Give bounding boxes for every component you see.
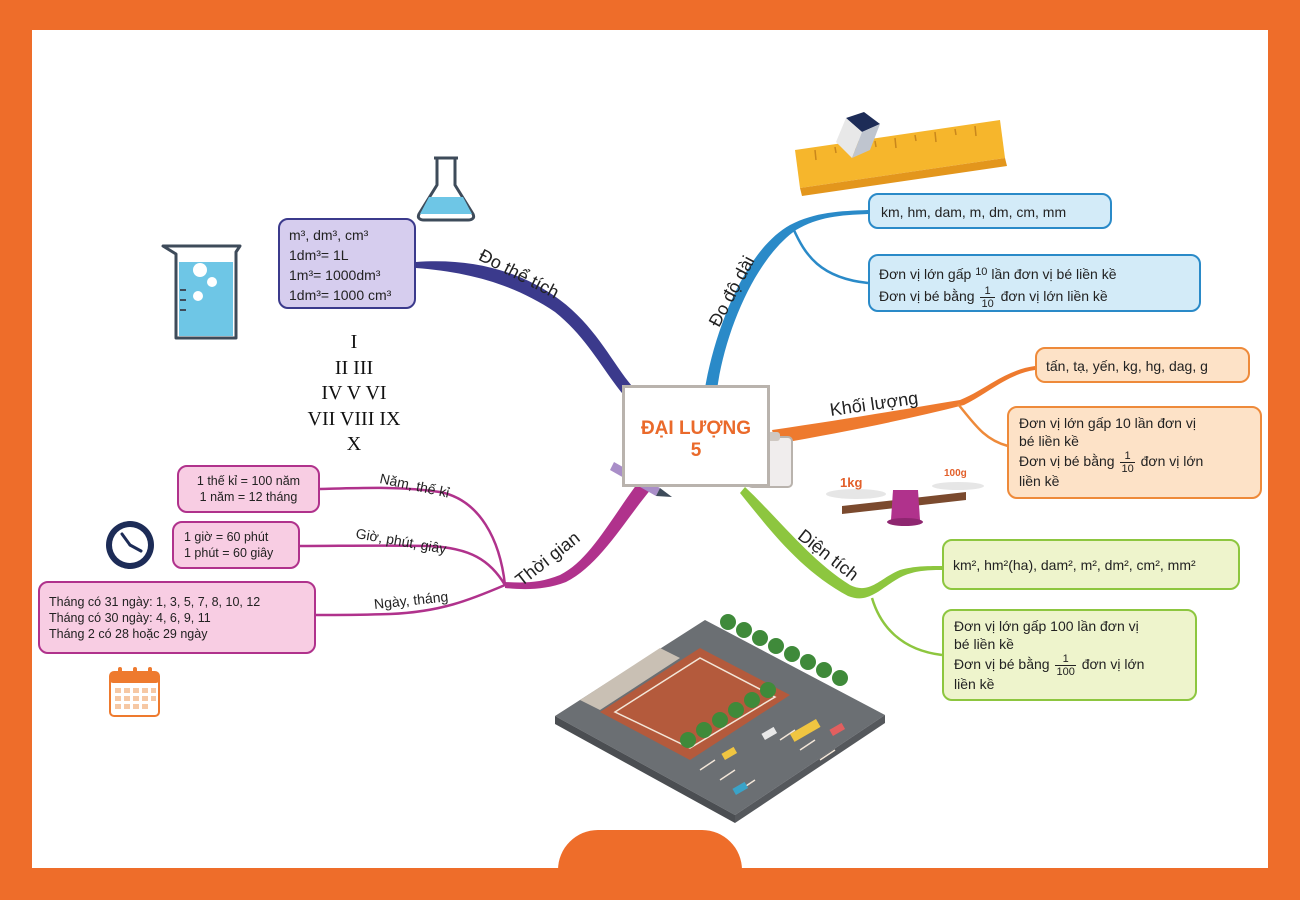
volume-branch-line <box>416 261 640 400</box>
roman-line: II III <box>334 356 374 379</box>
flask-icon <box>416 156 476 222</box>
time-days-line: Tháng có 31 ngày: 1, 3, 5, 7, 8, 10, 12 <box>49 595 261 609</box>
time-years-line <box>319 486 507 586</box>
length-units-box: km, hm, dam, m, dm, cm, mm <box>868 193 1112 229</box>
area-rule2-c: liền kề <box>954 676 995 692</box>
time-days-line: Tháng có 30 ngày: 4, 6, 9, 11 <box>49 611 211 625</box>
time-years-box: 1 thế kỉ = 100 năm 1 năm = 12 tháng <box>177 465 320 513</box>
scale-right-label: 100g <box>944 468 967 479</box>
volume-box: m³, dm³, cm³ 1dm³= 1L 1m³= 1000dm³ 1dm³=… <box>278 218 416 309</box>
length-rule1-number: 10 <box>975 266 988 278</box>
mass-rule2-before: Đơn vị bé bằng <box>1019 453 1115 470</box>
fraction-denominator: 10 <box>1121 463 1134 475</box>
fraction-numerator: 1 <box>980 285 995 298</box>
mass-rule-box: Đơn vị lớn gấp 10 lần đơn vị bé liền kề … <box>1007 406 1262 499</box>
fraction-denominator: 10 <box>981 297 994 310</box>
time-days-box: Tháng có 31 ngày: 1, 3, 5, 7, 8, 10, 12 … <box>38 581 316 654</box>
mass-sub-line <box>957 403 1009 448</box>
center-title: ĐẠI LƯỢNG 5 <box>625 418 767 462</box>
roman-line: VII VIII IX <box>307 407 401 430</box>
mass-units: tấn, tạ, yến, kg, hg, dag, g <box>1046 358 1208 374</box>
mass-branch-line <box>772 366 1035 444</box>
area-rule1-a: Đơn vị lớn gấp 100 lần đơn vị <box>954 618 1139 634</box>
area-rule1-b: bé liền kề <box>954 636 1014 652</box>
clock-icon <box>106 521 154 569</box>
length-units: km, hm, dam, m, dm, cm, mm <box>881 204 1067 220</box>
length-rule-1: Đơn vị lớn gấp 10 lần đơn vị bé liền kề <box>879 260 1190 284</box>
volume-line: 1dm³= 1000 cm³ <box>289 287 392 303</box>
fraction-numerator: 1 <box>1120 450 1135 463</box>
volume-line: m³, dm³, cm³ <box>289 227 369 243</box>
time-years-line: 1 thế kỉ = 100 năm <box>196 474 301 488</box>
time-branch-line <box>505 480 652 590</box>
time-years-line: 1 năm = 12 tháng <box>199 490 298 504</box>
roman-line: IV V VI <box>321 382 387 404</box>
mass-rule2-after: đơn vị lớn <box>1140 453 1204 470</box>
mass-rule1-a: Đơn vị lớn gấp 10 lần đơn vị <box>1019 415 1196 431</box>
volume-line: 1m³= 1000dm³ <box>289 267 381 283</box>
fraction-denominator: 100 <box>1056 666 1075 678</box>
length-rule2-before: Đơn vị bé bằng <box>879 288 975 304</box>
time-days-line: Tháng 2 có 28 hoặc 29 ngày <box>49 627 208 641</box>
length-branch-line <box>705 210 868 390</box>
mass-rule2-c: liền kề <box>1019 473 1060 489</box>
area-rule2-after: đơn vị lớn <box>1081 656 1145 673</box>
time-hours-line <box>299 544 507 586</box>
calendar-icon <box>109 667 160 717</box>
scale-left-label: 1kg <box>840 475 863 490</box>
time-days-line <box>315 583 506 617</box>
area-rule-box: Đơn vị lớn gấp 100 lần đơn vị bé liền kề… <box>942 609 1197 701</box>
time-hours-line: 1 giờ = 60 phút <box>184 530 269 544</box>
length-sub-line <box>791 227 869 285</box>
beaker-icon <box>161 244 242 340</box>
time-hours-line: 1 phút = 60 giây <box>184 546 274 560</box>
area-units: km², hm²(ha), dam², m², dm², cm², mm² <box>953 557 1196 573</box>
area-rule2-before: Đơn vị bé bằng <box>954 656 1050 673</box>
roman-line: I <box>350 331 358 353</box>
basketball-court-illustration <box>555 614 885 823</box>
time-hours-box: 1 giờ = 60 phút 1 phút = 60 giây <box>172 521 300 569</box>
volume-line: 1dm³= 1L <box>289 247 349 263</box>
length-rule1-after: lần đơn vị bé liền kề <box>991 266 1117 282</box>
mass-rule1-b: bé liền kề <box>1019 433 1079 449</box>
bottom-tab <box>558 830 742 890</box>
fraction-numerator: 1 <box>1055 653 1076 666</box>
scale-icon <box>826 482 984 526</box>
roman-line: X <box>346 433 362 455</box>
center-title-line1: ĐẠI LƯỢNG <box>640 418 752 439</box>
length-rule-box: Đơn vị lớn gấp 10 lần đơn vị bé liền kề … <box>868 254 1201 312</box>
mass-units-box: tấn, tạ, yến, kg, hg, dag, g <box>1035 347 1250 383</box>
area-sub-line <box>870 597 943 657</box>
ruler-icon <box>795 120 1007 196</box>
area-units-box: km², hm²(ha), dam², m², dm², cm², mm² <box>942 539 1240 590</box>
eraser-icon <box>836 112 880 158</box>
roman-numerals: I II III IV V VI VII VIII IX X <box>290 330 418 458</box>
length-rule2-after: đơn vị lớn liền kề <box>1000 288 1108 304</box>
center-node: ĐẠI LƯỢNG 5 <box>622 385 770 487</box>
length-rule1-before: Đơn vị lớn gấp <box>879 266 972 282</box>
center-title-line2: 5 <box>690 440 702 461</box>
